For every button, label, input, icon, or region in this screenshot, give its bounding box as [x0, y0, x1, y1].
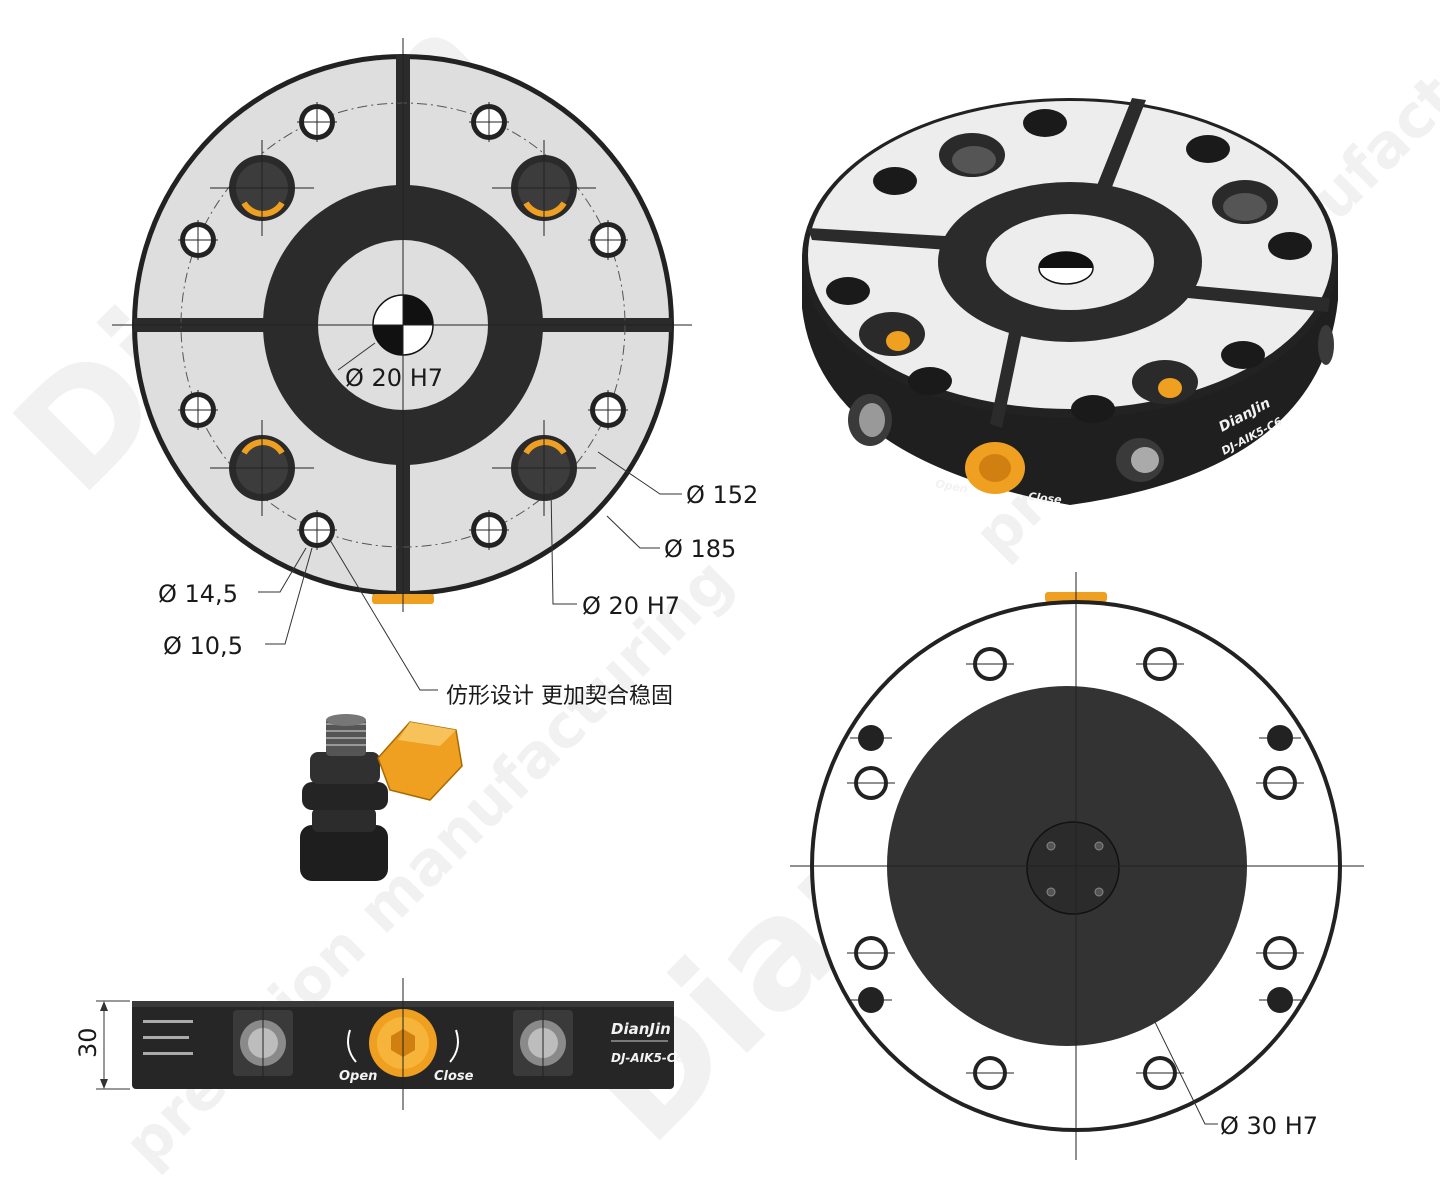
- nameplate-lines: [143, 1020, 193, 1055]
- iso-holes: [826, 109, 1312, 423]
- dim-bore-30h7: Ø 30 H7: [1220, 1112, 1318, 1140]
- iso-side-ports: [848, 325, 1334, 482]
- dim-185: Ø 185: [664, 535, 736, 563]
- close-arrow-icon: [449, 1029, 459, 1063]
- side-model: DJ-AIK5-C6: [611, 1051, 684, 1065]
- side-open-label: Open: [339, 1069, 377, 1084]
- iso-grooves: [808, 98, 1330, 428]
- dim-pin-20h7: Ø 20 H7: [582, 592, 680, 620]
- dim-10-5: Ø 10,5: [163, 632, 243, 660]
- dim-height-30: 30: [74, 1027, 102, 1058]
- side-view: Open Close DianJin DJ-AIK5-C6 30: [74, 978, 684, 1110]
- dim-152: Ø 152: [686, 481, 758, 509]
- open-arrow-icon: [347, 1029, 357, 1063]
- pin-illustration: [300, 714, 463, 881]
- iso-pockets: [859, 133, 1278, 404]
- bottom-bore-30h7: [1026, 821, 1120, 915]
- callout-note: 仿形设计 更加契合稳固: [446, 684, 673, 709]
- dim-center-20h7: Ø 20 H7: [345, 364, 443, 392]
- side-brand: DianJin: [611, 1020, 671, 1038]
- iso-view: Open Close DianJin DJ-AIK5-C6: [802, 98, 1338, 507]
- side-close-label: Close: [434, 1069, 474, 1084]
- front-view: Ø 20 H7 Ø 152 Ø 185 Ø 14,5 Ø 10,5 Ø 20 H…: [112, 38, 758, 691]
- bottom-view: Ø 30 H7: [790, 572, 1364, 1160]
- iso-close-label: Close: [1028, 490, 1063, 506]
- iso-open-label: Open: [934, 477, 968, 495]
- dim-14-5: Ø 14,5: [158, 580, 238, 608]
